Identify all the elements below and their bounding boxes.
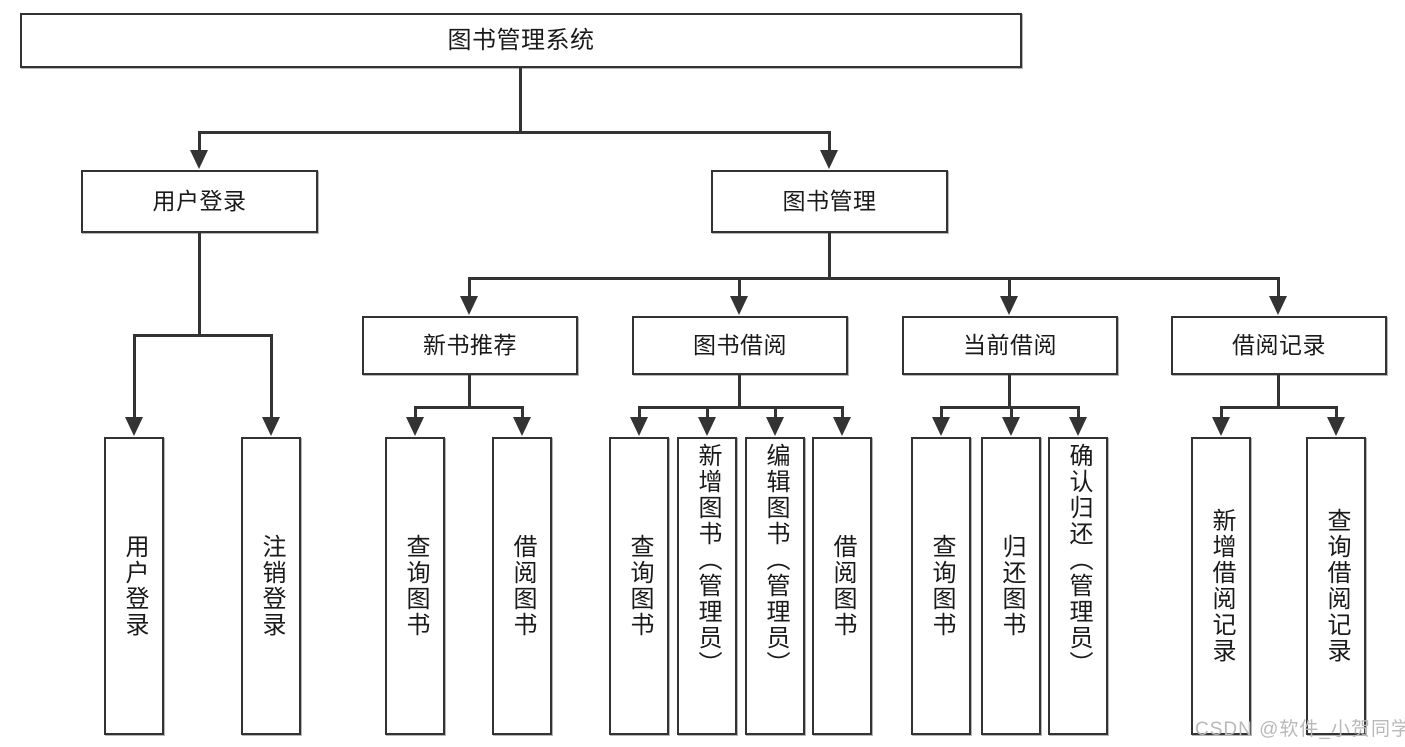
node-label: 当前借阅 — [963, 332, 1057, 359]
node-label: 图书借阅 — [693, 332, 787, 359]
node-label: 借阅图书 — [829, 534, 856, 638]
node-label: 注销登录 — [258, 534, 285, 638]
connector-new-book-leaf-1 — [414, 406, 417, 418]
node-label: 查询图书 — [402, 534, 429, 638]
connector-book-mgmt-to-borrow-record — [1277, 277, 1280, 298]
connector-user-login-leaf-2 — [270, 334, 273, 418]
node-label: 确认归还（管理员） — [1065, 443, 1092, 677]
watermark: CSDN @软件_小贺同学 — [1195, 719, 1405, 740]
connector-user-login-bus — [133, 334, 273, 337]
leaf-borrow-record-query-record[interactable]: 查询借阅记录 — [1306, 437, 1366, 735]
node-book-management[interactable]: 图书管理 — [711, 170, 948, 233]
node-label: 借阅记录 — [1232, 332, 1326, 359]
node-book-borrow[interactable]: 图书借阅 — [632, 316, 848, 375]
connector-root-bus — [198, 131, 831, 134]
connector-borrow-record-leaf-1 — [1220, 406, 1223, 418]
node-borrow-record[interactable]: 借阅记录 — [1171, 316, 1387, 375]
leaf-new-book-borrow-book[interactable]: 借阅图书 — [492, 437, 552, 735]
node-new-book-recommend[interactable]: 新书推荐 — [362, 316, 578, 375]
connector-borrow-record-bus — [1220, 406, 1338, 409]
connector-current-borrow-leaf-3 — [1077, 406, 1080, 418]
leaf-user-login-login[interactable]: 用户登录 — [104, 437, 164, 735]
connector-book-mgmt-to-new-book — [468, 277, 471, 298]
node-label: 查询图书 — [928, 534, 955, 638]
connector-root-to-book-mgmt — [828, 131, 831, 152]
node-label: 用户登录 — [121, 534, 148, 638]
node-label: 查询图书 — [626, 534, 653, 638]
connector-new-book-stem — [468, 375, 471, 408]
node-label: 编辑图书（管理员） — [762, 443, 789, 677]
connector-new-book-leaf-2 — [521, 406, 524, 418]
arrow-book-mgmt-to-new-book — [460, 296, 478, 315]
node-user-login[interactable]: 用户登录 — [81, 170, 318, 233]
connector-book-mgmt-to-current-borrow — [1008, 277, 1011, 298]
connector-book-borrow-stem — [738, 375, 741, 408]
node-root-system[interactable]: 图书管理系统 — [20, 13, 1022, 68]
connector-borrow-record-stem — [1277, 375, 1280, 408]
arrow-book-mgmt-to-borrow-record — [1269, 296, 1287, 315]
arrow-user-login-leaf-1 — [125, 417, 143, 436]
connector-current-borrow-stem — [1008, 375, 1011, 408]
node-label: 查询借阅记录 — [1323, 508, 1350, 664]
leaf-book-borrow-borrow-book[interactable]: 借阅图书 — [812, 437, 872, 735]
connector-book-mgmt-to-book-borrow — [738, 277, 741, 298]
arrow-current-borrow-leaf-1 — [932, 417, 950, 436]
connector-user-login-stem — [198, 233, 201, 336]
leaf-new-book-query-book[interactable]: 查询图书 — [385, 437, 445, 735]
connector-new-book-bus — [414, 406, 524, 409]
connector-book-mgmt-bus — [468, 277, 1280, 280]
connector-book-borrow-leaf-4 — [841, 406, 844, 418]
arrow-book-mgmt-to-book-borrow — [730, 296, 748, 315]
arrow-root-to-user-login — [190, 150, 208, 169]
arrow-book-borrow-leaf-4 — [833, 417, 851, 436]
node-label: 新增图书（管理员） — [694, 443, 721, 677]
arrow-user-login-leaf-2 — [262, 417, 280, 436]
leaf-current-borrow-query-book[interactable]: 查询图书 — [911, 437, 971, 735]
leaf-book-borrow-query-book[interactable]: 查询图书 — [609, 437, 669, 735]
connector-root-stem — [519, 68, 522, 133]
connector-borrow-record-leaf-2 — [1335, 406, 1338, 418]
node-label: 图书管理 — [782, 188, 877, 215]
leaf-current-borrow-return-book[interactable]: 归还图书 — [981, 437, 1041, 735]
leaf-current-borrow-confirm-return[interactable]: 确认归还（管理员） — [1048, 437, 1108, 735]
arrow-book-mgmt-to-current-borrow — [1000, 296, 1018, 315]
node-label: 借阅图书 — [509, 534, 536, 638]
node-label: 归还图书 — [998, 534, 1025, 638]
arrow-new-book-leaf-1 — [406, 417, 424, 436]
node-label: 新增借阅记录 — [1208, 508, 1235, 664]
connector-book-borrow-leaf-2 — [706, 406, 709, 418]
node-current-borrow[interactable]: 当前借阅 — [902, 316, 1118, 375]
arrow-borrow-record-leaf-2 — [1327, 417, 1345, 436]
node-label: 图书管理系统 — [447, 26, 595, 54]
leaf-user-login-logout[interactable]: 注销登录 — [241, 437, 301, 735]
arrow-book-borrow-leaf-2 — [698, 417, 716, 436]
node-label: 用户登录 — [152, 188, 247, 215]
connector-book-mgmt-stem — [828, 233, 831, 280]
arrow-root-to-book-mgmt — [820, 150, 838, 169]
arrow-current-borrow-leaf-2 — [1002, 417, 1020, 436]
connector-book-borrow-leaf-1 — [638, 406, 641, 418]
connector-root-to-user-login — [198, 131, 201, 152]
leaf-borrow-record-add-record[interactable]: 新增借阅记录 — [1191, 437, 1251, 735]
connector-current-borrow-leaf-2 — [1010, 406, 1013, 418]
connector-book-borrow-leaf-3 — [774, 406, 777, 418]
leaf-book-borrow-edit-book[interactable]: 编辑图书（管理员） — [745, 437, 805, 735]
arrow-borrow-record-leaf-1 — [1212, 417, 1230, 436]
connector-current-borrow-leaf-1 — [940, 406, 943, 418]
connector-user-login-leaf-1 — [133, 334, 136, 418]
leaf-book-borrow-add-book[interactable]: 新增图书（管理员） — [677, 437, 737, 735]
arrow-book-borrow-leaf-1 — [630, 417, 648, 436]
node-label: 新书推荐 — [423, 332, 517, 359]
arrow-book-borrow-leaf-3 — [766, 417, 784, 436]
connector-book-borrow-bus — [638, 406, 844, 409]
arrow-new-book-leaf-2 — [513, 417, 531, 436]
arrow-current-borrow-leaf-3 — [1069, 417, 1087, 436]
